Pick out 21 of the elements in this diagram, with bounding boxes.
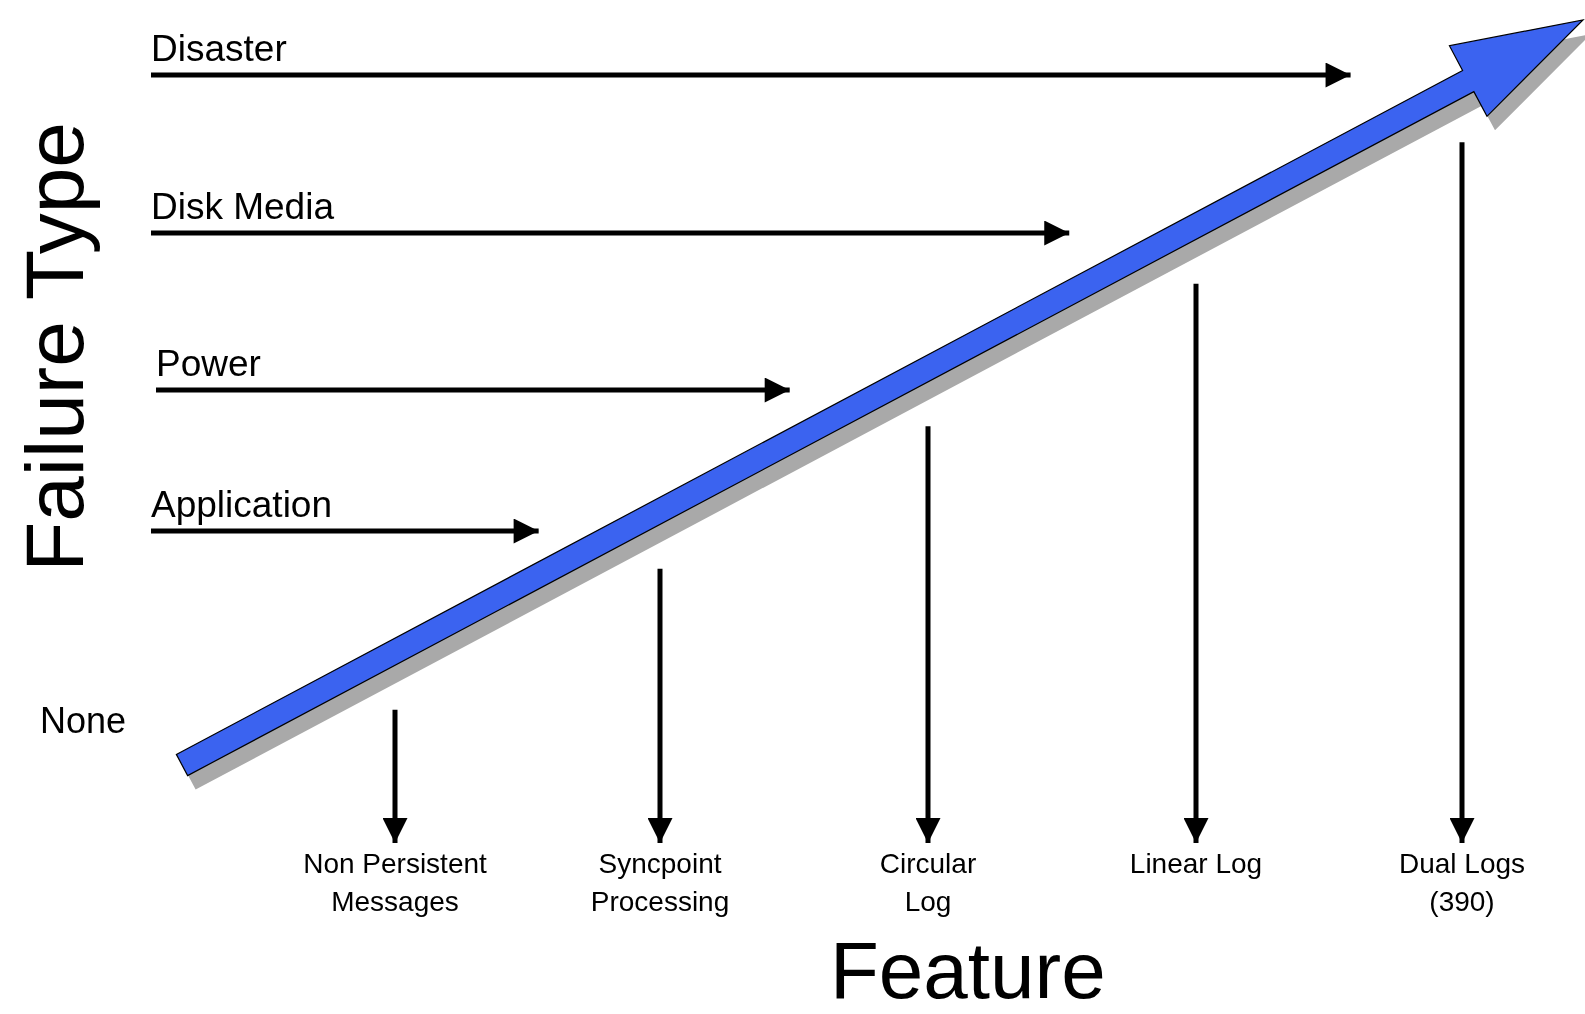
axis-title: Failure Type <box>8 121 101 574</box>
feature-label: Circular Log <box>858 845 998 921</box>
baseline-label: None <box>40 700 127 742</box>
feature-label: Syncpoint Processing <box>560 845 760 921</box>
arrow <box>382 709 408 843</box>
arrow <box>151 518 539 544</box>
arrow <box>156 377 790 403</box>
arrow <box>1183 283 1209 843</box>
arrow <box>647 568 673 843</box>
failure-type-label: Application <box>151 484 332 526</box>
failure-type-label: Disk Media <box>151 186 334 228</box>
arrow <box>151 62 1351 88</box>
arrow <box>151 220 1070 246</box>
feature-label: Non Persistent Messages <box>295 845 495 921</box>
axis-title: Feature <box>830 925 1106 1014</box>
feature-label: Linear Log <box>1126 845 1266 883</box>
feature-label: Dual Logs (390) <box>1377 845 1547 921</box>
failure-type-label: Power <box>156 343 261 385</box>
arrow <box>915 426 941 843</box>
failure-type-label: Disaster <box>151 28 287 70</box>
arrow <box>1449 142 1475 843</box>
